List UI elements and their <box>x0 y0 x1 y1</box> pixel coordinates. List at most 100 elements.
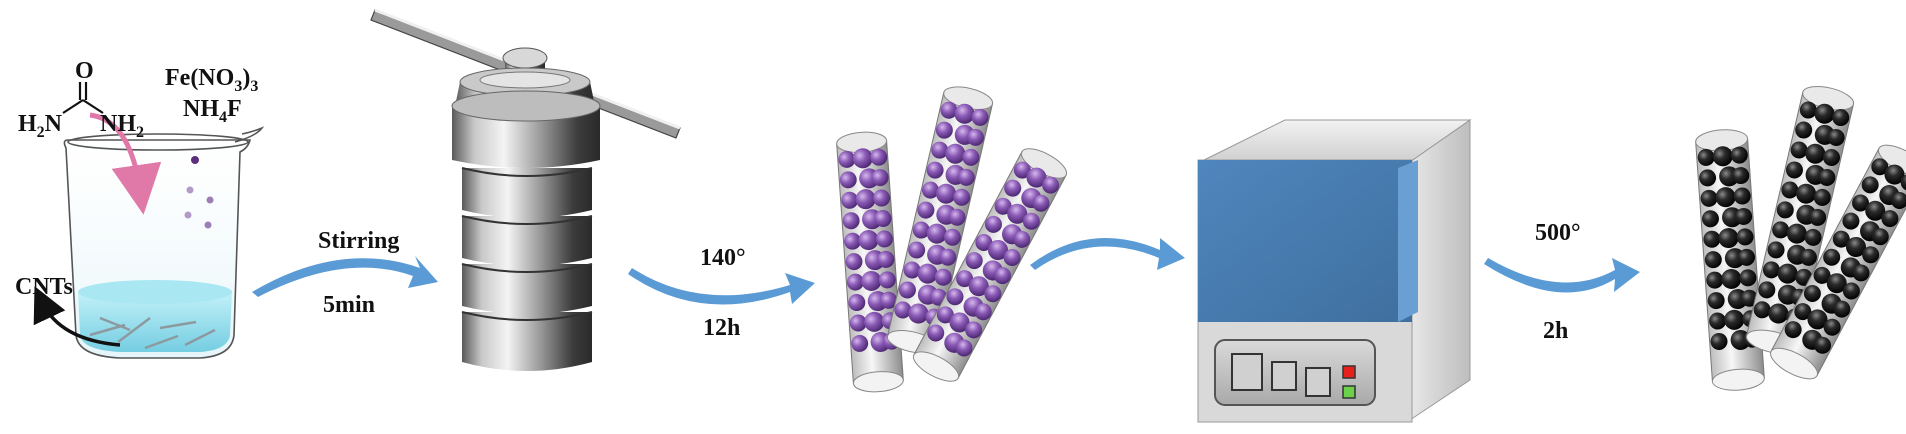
cnt-rods-in-solution <box>89 316 216 350</box>
particle <box>1781 181 1799 199</box>
particle <box>943 228 961 246</box>
particle <box>935 121 953 139</box>
particle <box>984 285 1002 303</box>
fe2o3-coated-cnt-bundle <box>1695 86 1906 391</box>
particle <box>1732 167 1750 185</box>
control-display-3 <box>1305 367 1331 397</box>
particle <box>953 188 971 206</box>
particle <box>1703 230 1721 248</box>
particle <box>984 215 1002 233</box>
particle <box>848 294 866 312</box>
particle <box>1813 266 1831 284</box>
step1-top-label: Stirring <box>318 228 399 254</box>
process-arrow-1 <box>252 256 438 297</box>
particle <box>1823 318 1841 336</box>
particle <box>1796 183 1817 204</box>
particle <box>1721 268 1742 289</box>
particle <box>1013 161 1031 179</box>
particle <box>861 270 882 291</box>
step3-bottom-label: 2h <box>1543 318 1568 344</box>
particle <box>852 148 873 169</box>
particle <box>966 128 984 146</box>
particle <box>841 191 859 209</box>
step2-bottom-label: 12h <box>703 315 740 341</box>
particle <box>1772 221 1790 239</box>
particle <box>934 268 952 286</box>
particle <box>1807 309 1828 330</box>
control-display-1 <box>1231 353 1263 391</box>
particle <box>1818 168 1836 186</box>
particle <box>965 252 983 270</box>
particle <box>1715 187 1736 208</box>
particle <box>1803 284 1821 302</box>
particle <box>1823 248 1841 266</box>
particle <box>917 263 938 284</box>
red-indicator-button <box>1342 365 1356 379</box>
particle <box>1013 230 1031 248</box>
particle <box>844 232 862 250</box>
particle <box>1871 158 1889 176</box>
particle <box>931 141 949 159</box>
particle <box>1042 176 1060 194</box>
particle <box>1003 249 1021 267</box>
particle <box>871 169 889 187</box>
autoclave <box>370 8 681 371</box>
particle <box>939 248 957 266</box>
particle <box>1832 230 1850 248</box>
muffle-furnace <box>1197 119 1472 423</box>
particle <box>971 108 989 126</box>
particle <box>838 150 856 168</box>
particle <box>949 312 970 333</box>
particle <box>1842 282 1860 300</box>
particle <box>903 261 921 279</box>
particle <box>1814 103 1835 124</box>
particle <box>1814 336 1832 354</box>
feooh-coated-cnt-bundle <box>836 86 1068 393</box>
particle <box>1865 200 1886 221</box>
urea-structure <box>62 82 104 114</box>
iron-nitrate-label: Fe(NO3)3 <box>165 65 258 95</box>
particle <box>926 223 947 244</box>
dissolved-particles <box>184 156 214 229</box>
particle <box>1706 271 1724 289</box>
particle <box>1804 228 1822 246</box>
particle <box>1862 246 1880 264</box>
particle <box>1776 201 1794 219</box>
particle <box>1832 109 1850 127</box>
particle <box>1805 143 1826 164</box>
particle <box>1007 203 1028 224</box>
particle <box>875 230 893 248</box>
particle <box>1767 241 1785 259</box>
particle <box>936 306 954 324</box>
particle <box>926 161 944 179</box>
particle <box>1004 179 1022 197</box>
particle <box>1737 248 1755 266</box>
particle <box>994 197 1012 215</box>
particle <box>1785 161 1803 179</box>
particle <box>1753 301 1771 319</box>
control-display-2 <box>1271 361 1297 391</box>
particle <box>1735 207 1753 225</box>
particle <box>948 208 966 226</box>
particle <box>855 189 876 210</box>
particle <box>962 148 980 166</box>
cnts-pointer-arrow <box>33 286 121 347</box>
particle <box>839 171 857 189</box>
particle <box>1794 303 1812 321</box>
particle <box>957 168 975 186</box>
particle <box>1900 173 1906 191</box>
black-tube-left <box>1695 129 1765 391</box>
particle <box>1700 189 1718 207</box>
particle <box>849 314 867 332</box>
particle <box>1740 289 1758 307</box>
particle <box>955 339 973 357</box>
green-indicator-button <box>1342 385 1356 399</box>
pink-addition-arrow <box>89 112 162 215</box>
particle <box>880 291 898 309</box>
urea-right-amine-label: NH2 <box>100 111 144 141</box>
particle <box>954 103 975 124</box>
particle <box>1699 169 1717 187</box>
particle <box>1845 236 1866 257</box>
particle <box>894 301 912 319</box>
particle <box>873 189 891 207</box>
